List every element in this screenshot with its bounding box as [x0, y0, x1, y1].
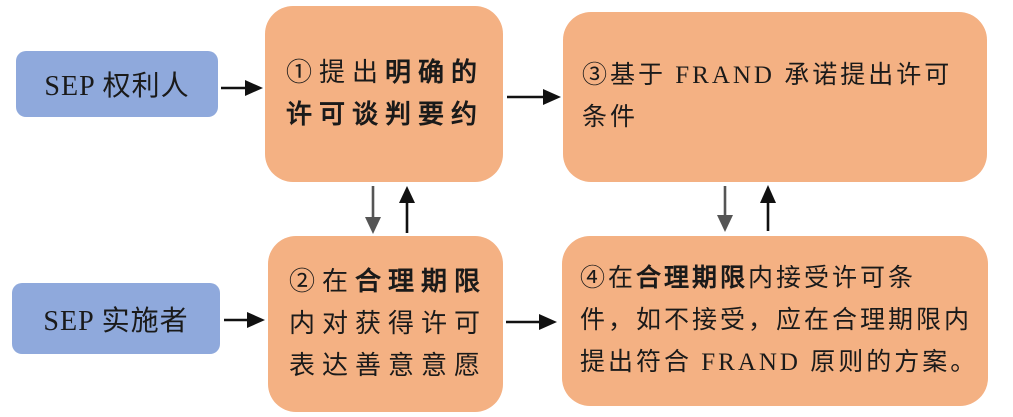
- step-2-line-3: 表达善意意愿: [289, 345, 503, 387]
- arrow-up-icon-step4-to-step3: [760, 185, 776, 231]
- text-segment: ③基于 FRAND 承诺提出许可: [582, 62, 953, 89]
- text-segment: 合理期限: [636, 265, 749, 292]
- step-4-accept-or-counter-offer: ④在合理期限内接受许可条 件，如不接受，应在合理期限内 提出符合 FRAND 原…: [562, 236, 988, 406]
- arrow-down-icon-step1-to-step2: [365, 186, 381, 234]
- actor-sep-implementer-label: SEP 实施者: [43, 305, 189, 337]
- text-segment: ④在: [580, 265, 637, 292]
- step-3-line-1: ③基于 FRAND 承诺提出许可: [582, 55, 987, 97]
- text-segment: 合理期限: [355, 267, 488, 296]
- step-4-line-1: ④在合理期限内接受许可条: [580, 258, 988, 300]
- text-segment: ①提出: [286, 58, 386, 87]
- text-segment: 内接受许可条: [748, 265, 917, 292]
- step-1-clear-license-offer: ①提出明确的 许可谈判要约: [265, 6, 503, 182]
- step-2-line-1: ②在合理期限: [289, 261, 503, 303]
- text-segment: 表达善意意愿: [289, 351, 488, 380]
- step-4-line-2: 件，如不接受，应在合理期限内: [580, 300, 988, 342]
- text-segment: ②在: [289, 267, 356, 296]
- arrow-right-icon-holder-to-step1: [221, 80, 263, 96]
- step-2-line-2: 内对获得许可: [289, 303, 503, 345]
- actor-sep-implementer: SEP 实施者: [12, 283, 220, 354]
- step-1-line-2: 许可谈判要约: [286, 94, 503, 136]
- text-segment: 提出符合 FRAND 原则的方案。: [580, 349, 979, 376]
- step-3-frand-license-terms: ③基于 FRAND 承诺提出许可 条件: [563, 12, 987, 182]
- actor-sep-rights-holder: SEP 权利人: [16, 51, 218, 117]
- arrow-right-icon-step2-to-step4: [506, 314, 557, 330]
- arrow-right-icon-step1-to-step3: [507, 89, 561, 105]
- text-segment: 件，如不接受，应在合理期限内: [580, 307, 973, 334]
- actor-sep-rights-holder-label: SEP 权利人: [44, 71, 190, 102]
- step-1-line-1: ①提出明确的: [286, 52, 503, 94]
- arrow-down-icon-step3-to-step4: [717, 186, 733, 232]
- arrow-up-icon-step2-to-step1: [399, 186, 415, 233]
- arrow-right-icon-implementer-to-step2: [224, 312, 265, 328]
- text-segment: 明确的: [385, 58, 485, 87]
- text-segment: 内对获得许可: [289, 309, 488, 338]
- step-2-good-faith-willingness: ②在合理期限 内对获得许可 表达善意意愿: [268, 236, 503, 412]
- text-segment: 条件: [582, 104, 639, 131]
- step-3-line-2: 条件: [582, 97, 987, 139]
- text-segment: 许可谈判要约: [286, 100, 485, 129]
- step-4-line-3: 提出符合 FRAND 原则的方案。: [580, 342, 988, 384]
